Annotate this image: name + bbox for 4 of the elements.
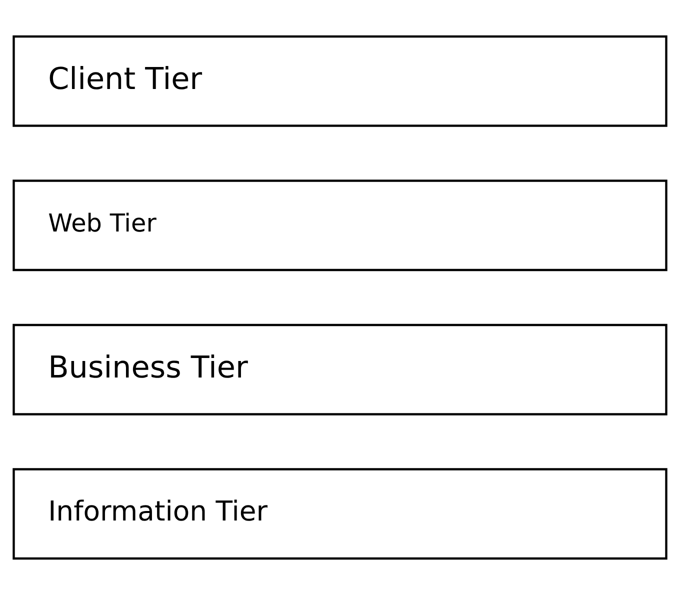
node-box: Information Tier [12,468,668,560]
node-box: Web Tier [12,180,668,272]
node-box: Client Tier [12,35,668,127]
node-box: Business Tier [12,324,668,416]
